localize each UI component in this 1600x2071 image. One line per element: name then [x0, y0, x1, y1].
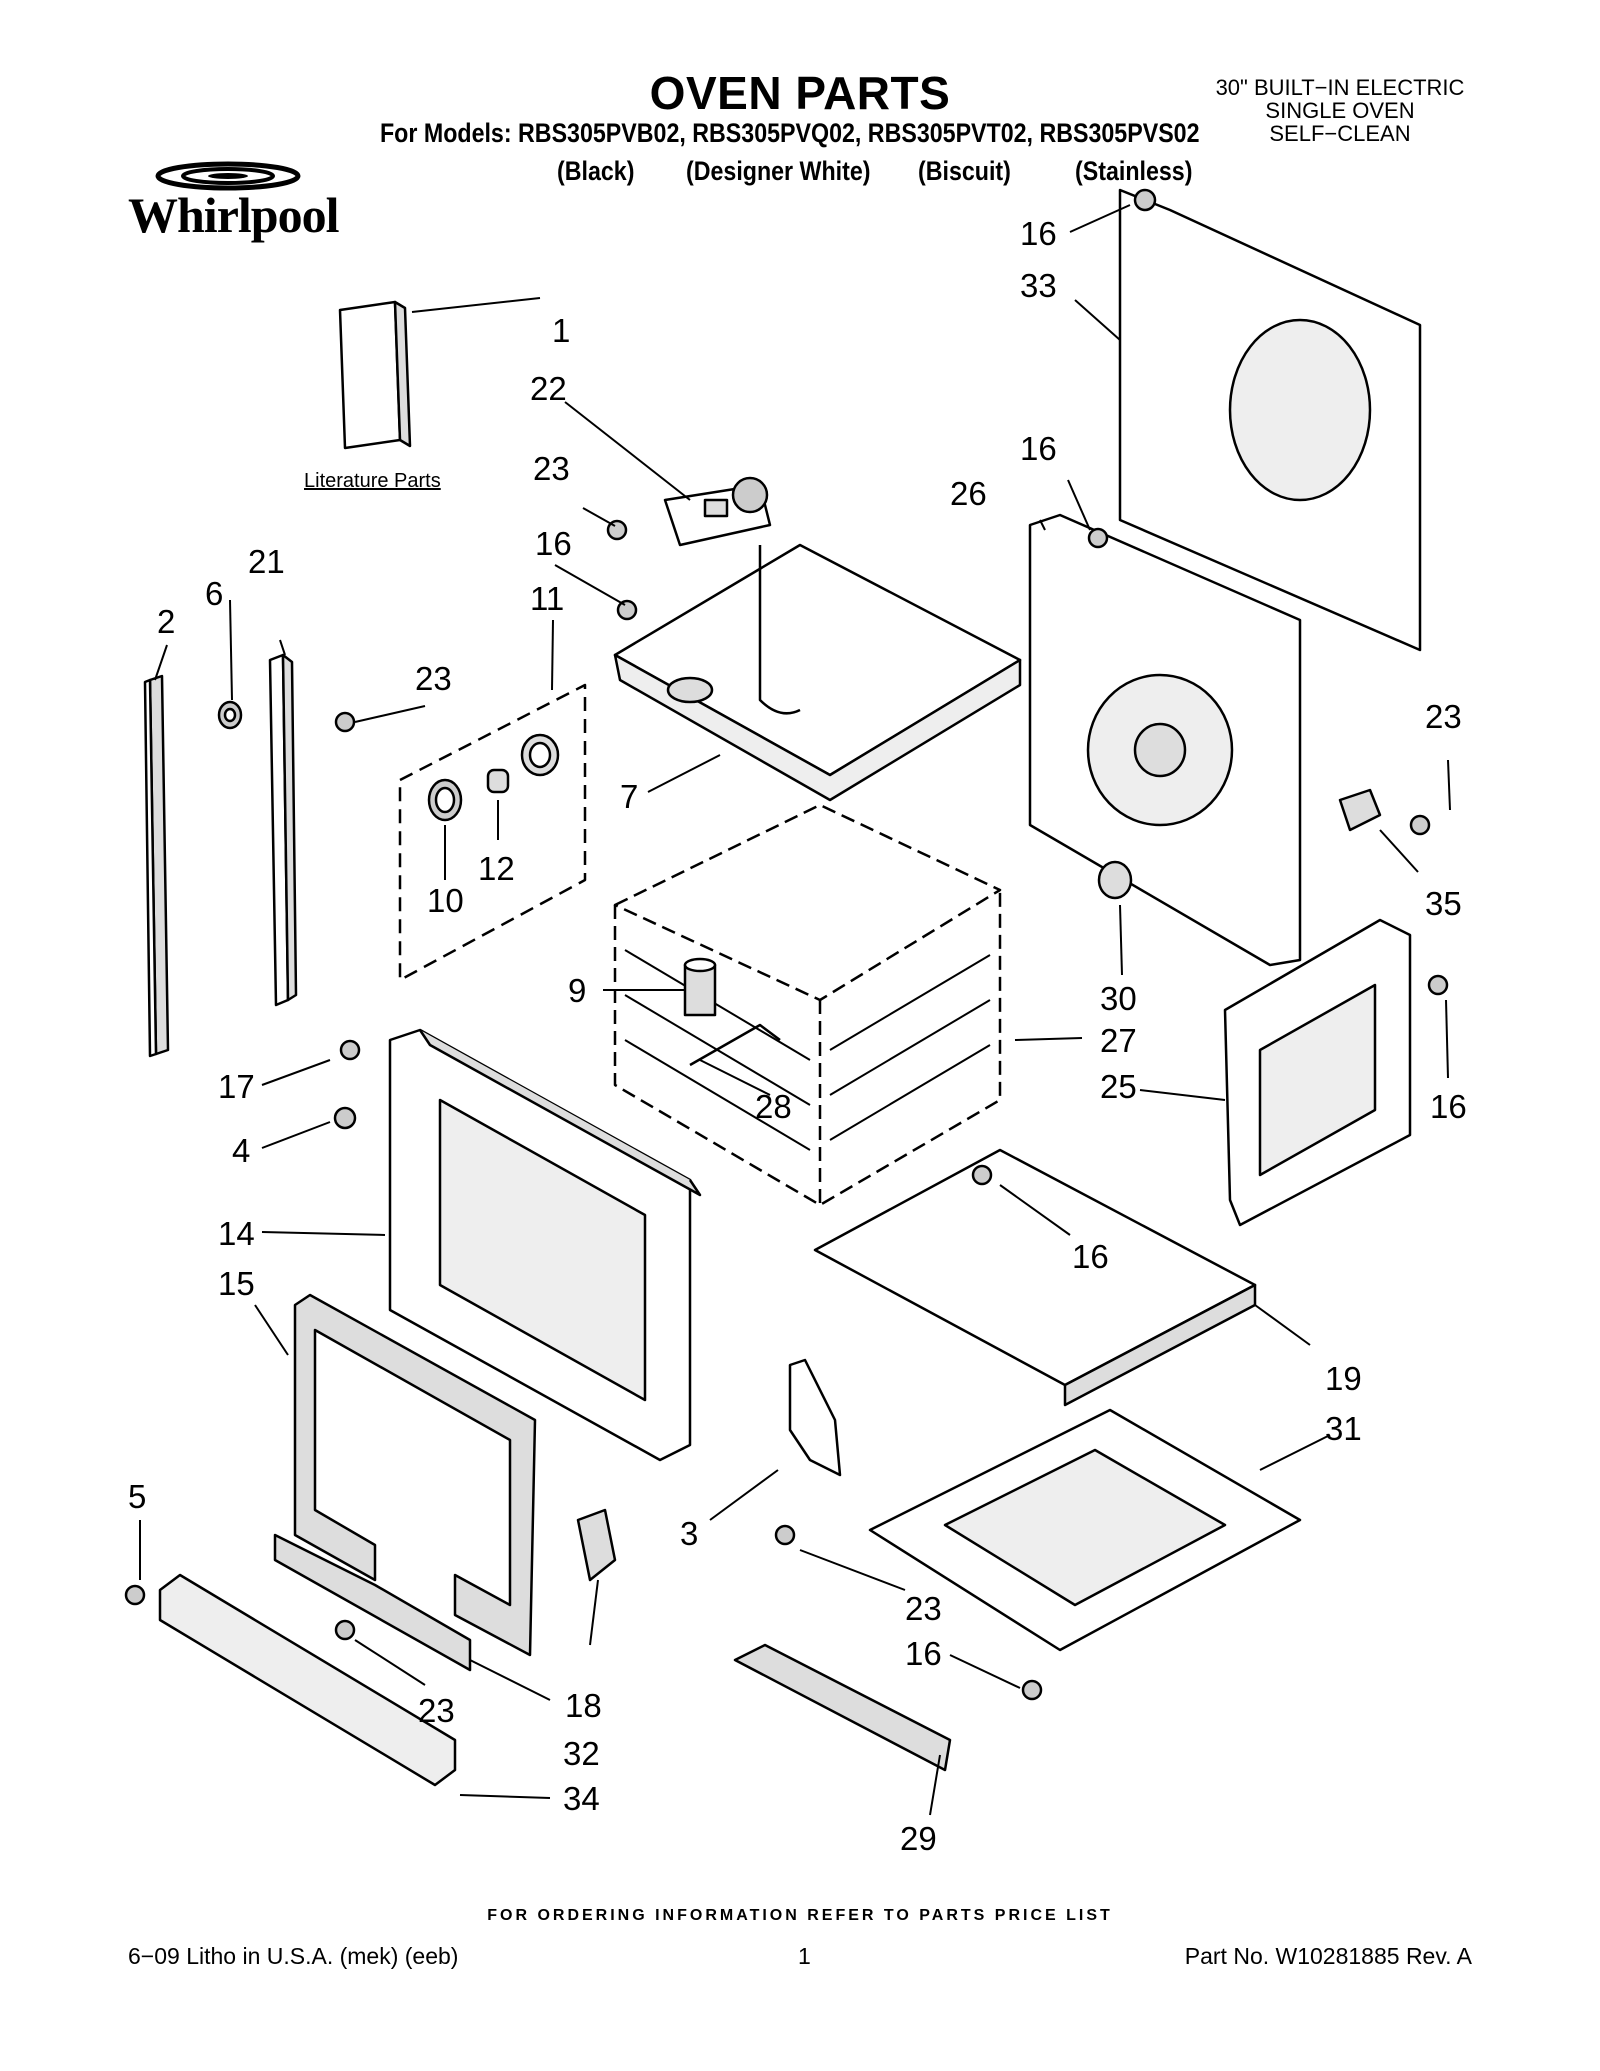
callout-23c: 23 — [418, 1692, 455, 1729]
part-rear-panel — [1118, 188, 1422, 652]
callout-23d: 23 — [905, 1590, 942, 1627]
color-stainless: (Stainless) — [1075, 156, 1193, 186]
literature-parts-label: Literature Parts — [304, 470, 441, 492]
callout-31: 31 — [1325, 1410, 1362, 1447]
callout-29: 29 — [900, 1820, 937, 1857]
callout-21: 21 — [248, 543, 285, 580]
part-light-assembly — [427, 733, 560, 822]
ordering-note: FOR ORDERING INFORMATION REFER TO PARTS … — [487, 1907, 1113, 1924]
callout-2: 2 — [157, 603, 175, 640]
callout-6: 6 — [205, 575, 223, 612]
part-kick-plate — [158, 1573, 457, 1787]
screws — [124, 188, 1449, 1701]
part-trim-29 — [733, 1643, 952, 1772]
callout-3: 3 — [680, 1515, 698, 1552]
part-door-gasket — [293, 1293, 537, 1657]
callout-12: 12 — [478, 850, 515, 887]
part-side-panel — [1223, 918, 1412, 1227]
callout-10: 10 — [427, 882, 464, 919]
brand-name: Whirlpool — [128, 187, 339, 243]
part-bottom-tray — [868, 1408, 1302, 1652]
callout-11: 11 — [530, 580, 564, 617]
part-back-panel — [1028, 513, 1302, 967]
callout-18: 18 — [565, 1687, 602, 1724]
callout-5: 5 — [128, 1478, 146, 1515]
spec-line-2: SINGLE OVEN — [1265, 98, 1415, 123]
part-front-frame — [388, 1028, 702, 1462]
callout-33: 33 — [1020, 267, 1057, 304]
page-number: 1 — [798, 1943, 811, 1969]
callout-16: 16 — [535, 525, 572, 562]
callout-25: 25 — [1100, 1068, 1137, 1105]
part-small-bracket — [1338, 788, 1382, 832]
callout-28: 28 — [755, 1088, 792, 1125]
callout-23e: 23 — [1425, 698, 1462, 735]
sensor-wire — [758, 545, 801, 715]
callout-27: 27 — [1100, 1022, 1137, 1059]
color-designer-white: (Designer White) — [686, 156, 871, 186]
callout-19: 19 — [1325, 1360, 1362, 1397]
callout-23b: 23 — [415, 660, 452, 697]
part-gasket-strip — [143, 674, 170, 1058]
part-hinge-bracket — [788, 1358, 842, 1477]
callout-16f: 16 — [1072, 1238, 1109, 1275]
part-group-11-box — [398, 683, 587, 982]
part-thermostat — [1097, 860, 1133, 900]
callout-4: 4 — [232, 1132, 250, 1169]
color-black: (Black) — [557, 156, 635, 186]
oven-spec: 30" BUILT−IN ELECTRIC SINGLE OVEN SELF−C… — [1200, 76, 1480, 145]
part-clip — [576, 1508, 617, 1582]
part-side-trim — [268, 653, 298, 1007]
part-number: Part No. W10281885 Rev. A — [1184, 1943, 1472, 1969]
leader-lines — [139, 204, 1451, 1816]
callout-7: 7 — [620, 778, 638, 815]
litho-info: 6−09 Litho in U.S.A. (mek) (eeb) — [128, 1943, 459, 1969]
page-title: OVEN PARTS — [649, 67, 951, 119]
callout-34: 34 — [563, 1780, 600, 1817]
callout-32: 32 — [563, 1735, 600, 1772]
callout-16c: 16 — [1020, 215, 1057, 252]
callout-22: 22 — [530, 370, 567, 407]
part-bottom-panel — [813, 1148, 1257, 1407]
callout-23: 23 — [533, 450, 570, 487]
brand-logo: Whirlpool — [128, 152, 378, 282]
part-broil-element-sleeve — [683, 957, 717, 1017]
callout-16b: 16 — [905, 1635, 942, 1672]
callout-numbers: 1 22 23 16 21 6 2 11 23 7 10 12 9 17 4 2… — [128, 215, 1467, 1857]
color-biscuit: (Biscuit) — [918, 156, 1011, 186]
callout-14: 14 — [218, 1215, 255, 1252]
part-mounting-bracket — [663, 476, 772, 547]
callout-16d: 16 — [1020, 430, 1057, 467]
part-sensor-probe — [689, 1023, 781, 1067]
part-top-shield — [613, 543, 1022, 802]
spec-line-1: 30" BUILT−IN ELECTRIC — [1215, 75, 1465, 100]
callout-30: 30 — [1100, 980, 1137, 1017]
callout-1: 1 — [552, 312, 570, 349]
models-line: For Models: RBS305PVB02, RBS305PVQ02, RB… — [380, 118, 1200, 148]
part-grommet — [217, 700, 243, 730]
callout-26: 26 — [950, 475, 987, 512]
part-literature — [338, 300, 412, 450]
part-lower-bracket — [273, 1533, 472, 1672]
callout-35: 35 — [1425, 885, 1462, 922]
callout-9: 9 — [568, 972, 586, 1009]
spec-line-3: SELF−CLEAN — [1269, 121, 1411, 146]
callout-15: 15 — [218, 1265, 255, 1302]
callout-17: 17 — [218, 1068, 255, 1105]
cavity-racks — [624, 949, 991, 1151]
part-oven-cavity — [613, 803, 1002, 1207]
swirl-icon — [155, 161, 301, 191]
callout-16e: 16 — [1430, 1088, 1467, 1125]
